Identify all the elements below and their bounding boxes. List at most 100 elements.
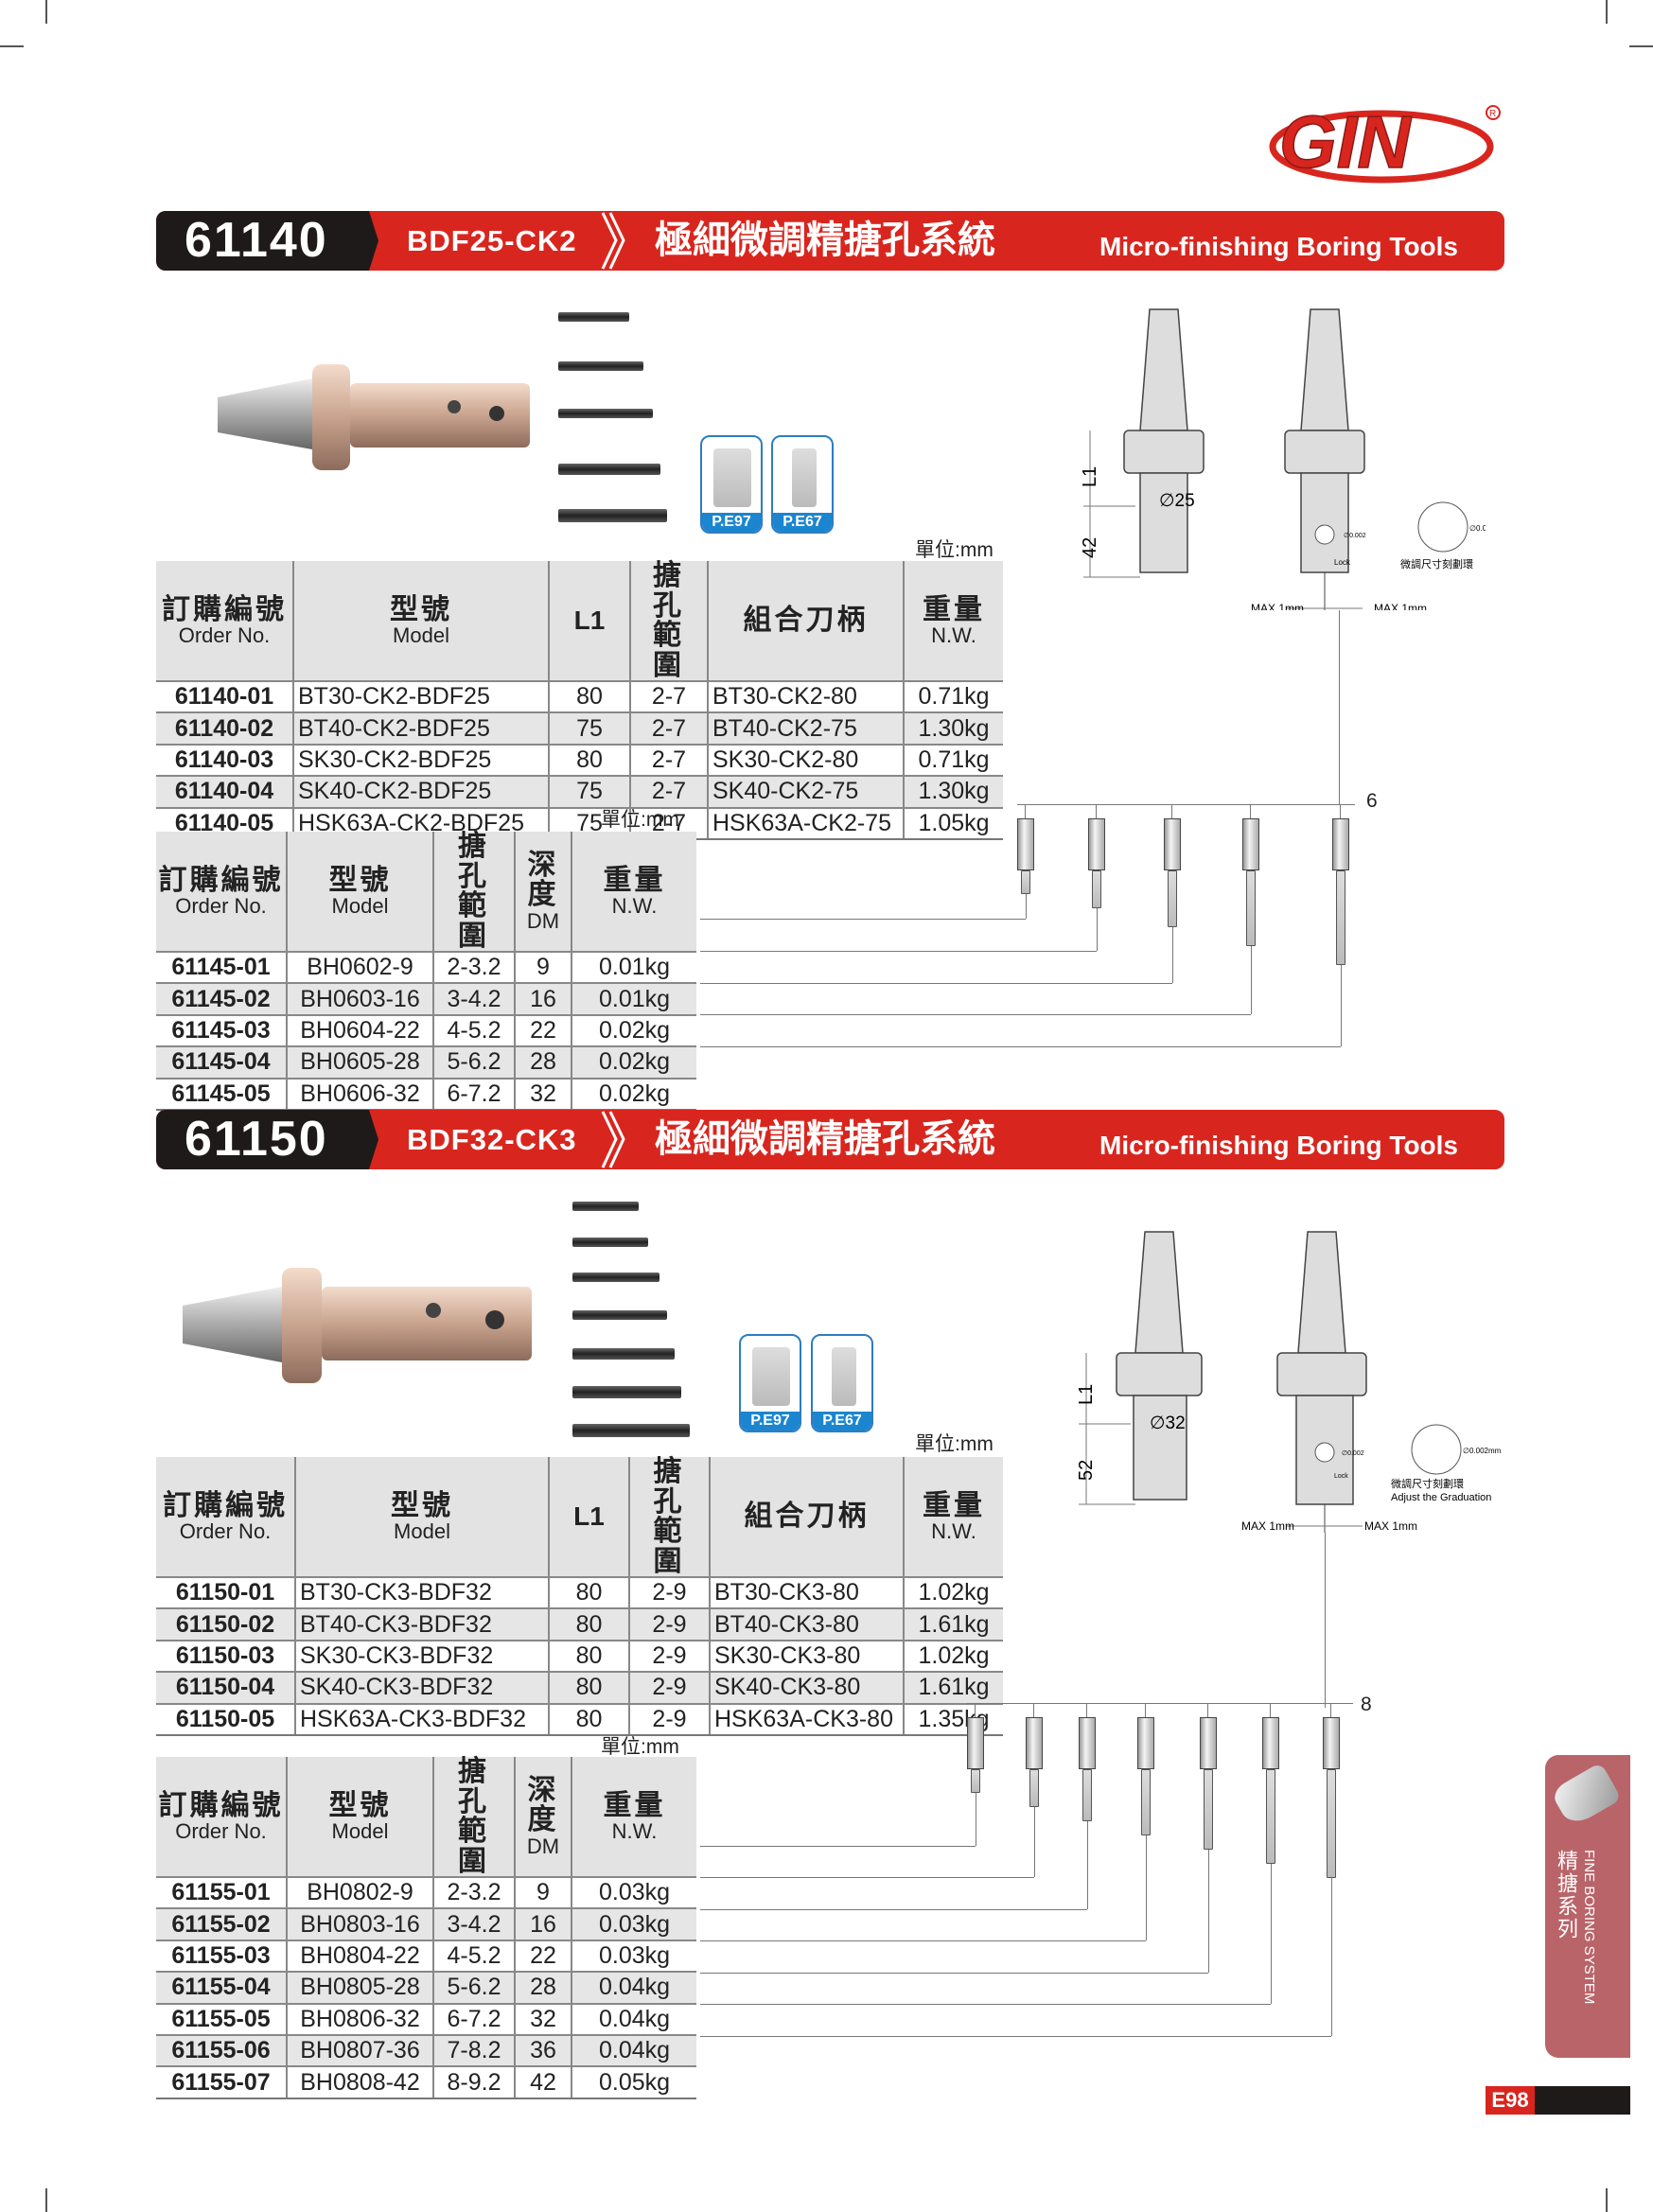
- crop-mark: [1629, 45, 1653, 47]
- insert-bar: [1266, 1769, 1275, 1864]
- leader-line: [700, 1877, 1034, 1878]
- leader-line: [1331, 1878, 1332, 2036]
- title-en: Micro-finishing Boring Tools: [1099, 1131, 1458, 1160]
- table-cell: 0.04kg: [571, 1971, 696, 2004]
- table-cell: 80: [548, 1607, 629, 1641]
- table-cell: 28: [514, 1971, 572, 2004]
- insert-photo: [558, 361, 643, 371]
- insert-photo: [558, 509, 667, 522]
- title-en: Micro-finishing Boring Tools: [1099, 232, 1458, 261]
- header-zh: 重量: [603, 864, 666, 896]
- table-cell: SK40-CK2-BDF25: [292, 775, 549, 808]
- table-cell: 1.61kg: [903, 1607, 1003, 1641]
- leader-line: [1145, 1703, 1146, 1717]
- leader-line: [967, 1703, 1353, 1704]
- center-line: [1325, 1533, 1326, 1708]
- leader-line: [1207, 1703, 1208, 1717]
- svg-text:GIN: GIN: [1279, 100, 1412, 184]
- header-en: N.W.: [611, 894, 658, 919]
- table-cell: 61155-01: [156, 1875, 287, 1909]
- leader-line: [700, 951, 1097, 952]
- side-tab[interactable]: 精搪系列 FINE BORING SYSTEM: [1545, 1755, 1630, 2058]
- leader-line: [700, 1973, 1208, 1974]
- header-zh: 組合刀柄: [743, 605, 869, 637]
- table-cell: 0.01kg: [571, 950, 696, 984]
- table-cell: 61155-03: [156, 1939, 287, 1973]
- unit-label: 單位:mm: [915, 539, 994, 561]
- leader-line: [1025, 804, 1026, 818]
- reference-badge[interactable]: P.E67: [811, 1334, 873, 1432]
- table-cell: HSK63A-CK3-BDF32: [294, 1702, 549, 1736]
- max-right: MAX 1mm: [1364, 1519, 1417, 1533]
- table-cell: 1.30kg: [903, 711, 1003, 745]
- table-cell: BH0804-22: [286, 1939, 433, 1973]
- header-en: Model: [331, 894, 389, 919]
- table-cell: 61150-01: [156, 1575, 295, 1609]
- table-cell: 2-7: [629, 743, 708, 777]
- header-en: N.W.: [931, 623, 976, 648]
- insert-shank: [1200, 1717, 1217, 1769]
- leader-line: [1086, 1703, 1087, 1717]
- insert-bar: [1082, 1769, 1092, 1821]
- insert-bar: [1327, 1769, 1336, 1878]
- leader-line: [700, 983, 1172, 984]
- crop-mark: [0, 45, 24, 47]
- table-cell: 9: [514, 950, 572, 984]
- insert-bar: [1246, 870, 1256, 946]
- table-cell: 80: [548, 743, 630, 777]
- insert-shank: [1088, 818, 1105, 870]
- crop-mark: [1606, 2188, 1608, 2212]
- header-zh: 深度: [527, 1774, 559, 1836]
- table-cell: 75: [548, 711, 630, 745]
- header-en: Model: [393, 623, 449, 648]
- product-model: BDF25-CK2: [407, 224, 577, 257]
- table-cell: 61155-06: [156, 2033, 287, 2067]
- column-header: 搪孔範圍: [629, 561, 708, 681]
- insert-shank: [1017, 818, 1034, 870]
- table-cell: 8-9.2: [432, 2065, 515, 2099]
- table-cell: 3-4.2: [432, 982, 515, 1015]
- header-zh: 重量: [923, 593, 985, 625]
- insert-photo: [558, 409, 653, 418]
- table-cell: BT30-CK3-BDF32: [294, 1575, 549, 1609]
- insert-photo: [558, 464, 660, 475]
- section-header: 61140 BDF25-CK2 極細微調精搪孔系統 Micro-finishin…: [156, 211, 1504, 271]
- table-cell: 61150-02: [156, 1607, 295, 1641]
- reference-badge[interactable]: P.E67: [771, 435, 834, 534]
- product-model: BDF32-CK3: [407, 1123, 577, 1156]
- column-header: 搪孔範圍: [628, 1457, 710, 1577]
- table-cell: BT40-CK3-BDF32: [294, 1607, 549, 1641]
- page-number: E98: [1486, 2086, 1535, 2115]
- leader-line: [1330, 1703, 1331, 1717]
- table-cell: 2-3.2: [432, 950, 515, 984]
- table-cell: 32: [514, 2002, 572, 2035]
- column-header: 組合刀柄: [709, 1457, 904, 1577]
- reference-badge[interactable]: P.E97: [739, 1334, 801, 1432]
- column-header: 搪孔範圍: [432, 1757, 515, 1877]
- leader-line: [1250, 804, 1251, 818]
- insert-photo: [572, 1310, 667, 1320]
- table-cell: SK40-CK3-80: [709, 1671, 904, 1704]
- header-zh: 型號: [391, 1489, 453, 1521]
- header-en: Model: [331, 1819, 389, 1844]
- dim-length: 42: [1080, 537, 1100, 558]
- reference-badge[interactable]: P.E97: [700, 435, 763, 534]
- table-cell: 2-7: [629, 679, 708, 713]
- table-cell: 2-9: [628, 1702, 710, 1736]
- section-header: 61150 BDF32-CK3 極細微調精搪孔系統 Micro-finishin…: [156, 1110, 1504, 1169]
- insert-bar: [1092, 870, 1101, 908]
- table-cell: BH0606-32: [286, 1077, 433, 1111]
- insert-bar: [1204, 1769, 1213, 1850]
- header-zh: 型號: [328, 1789, 392, 1821]
- insert-photo: [572, 1424, 690, 1437]
